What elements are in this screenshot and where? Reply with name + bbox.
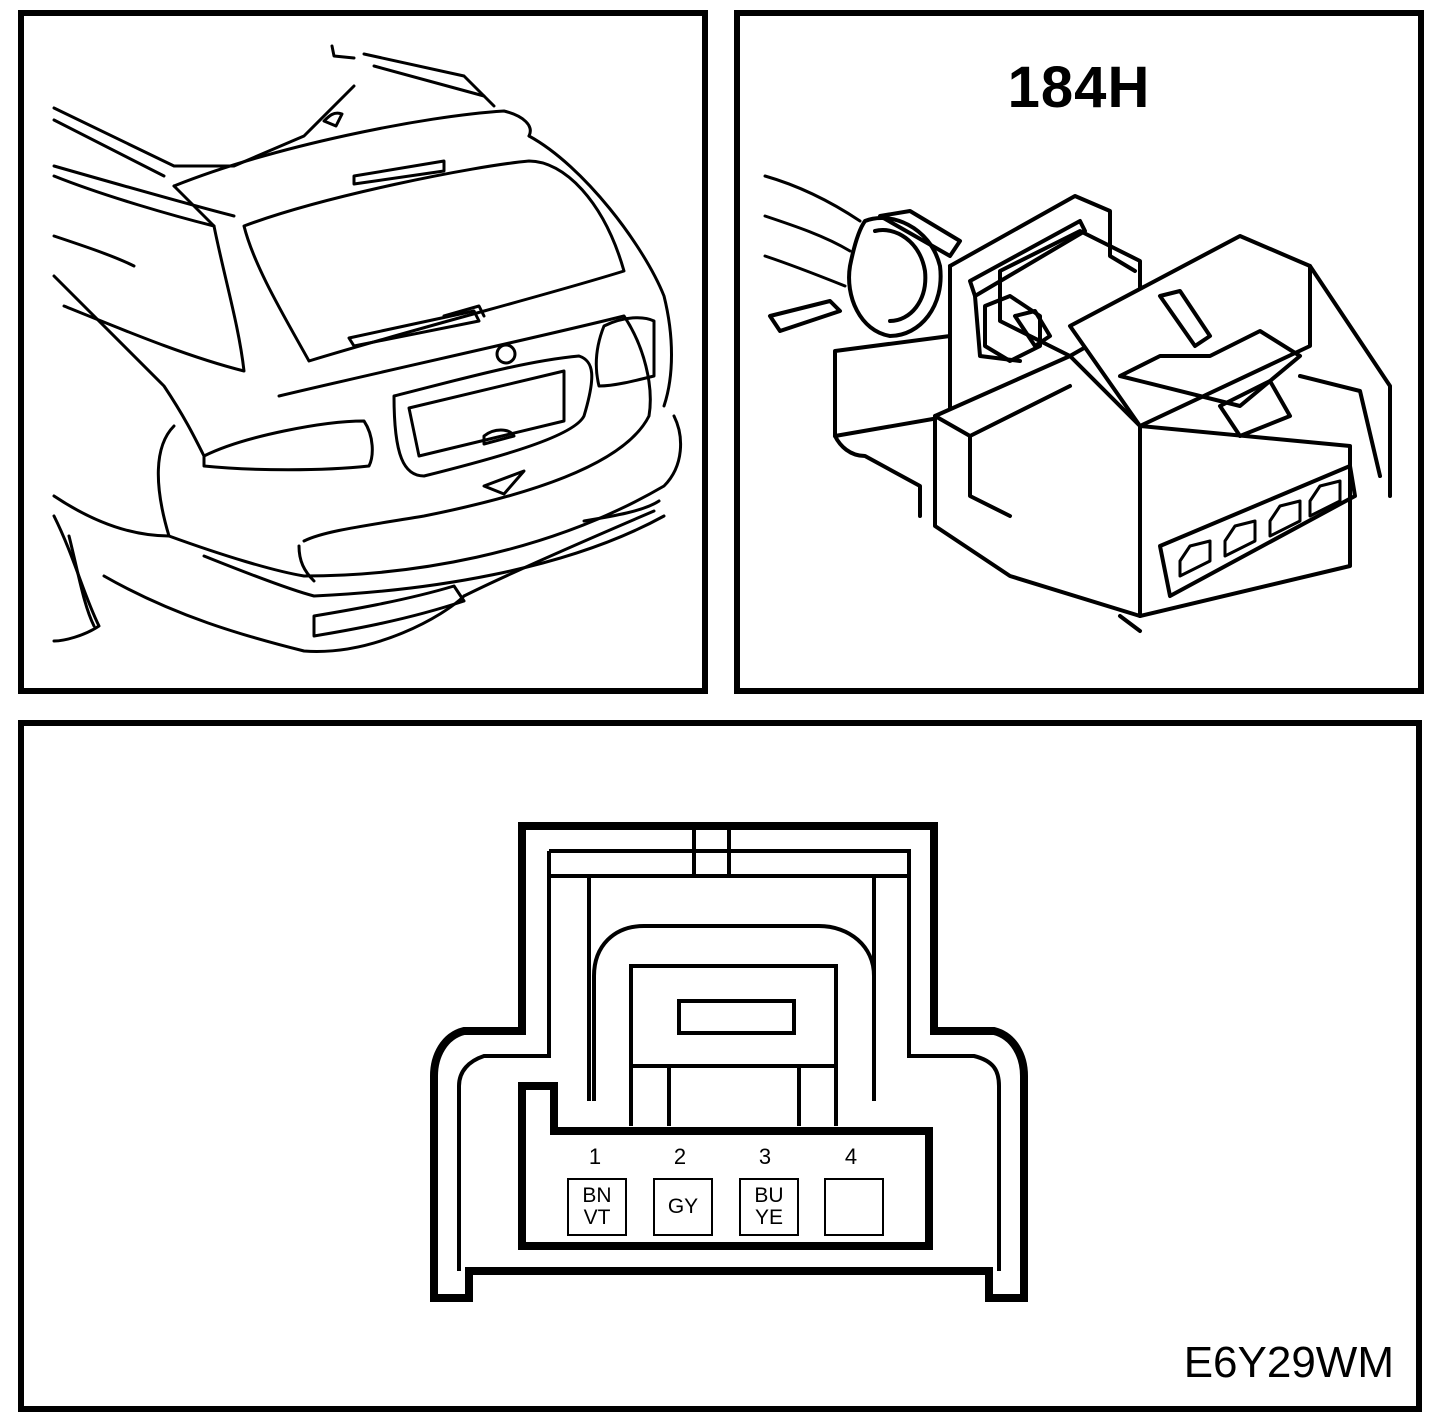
connector-view-panel: 184H bbox=[734, 10, 1424, 694]
pin-number: 1 bbox=[588, 1144, 602, 1169]
wire-color-code: BN bbox=[582, 1184, 612, 1207]
pin-number: 2 bbox=[673, 1144, 687, 1169]
pin-3-wire-color: BU YE bbox=[739, 1178, 799, 1236]
connector-3d-illustration bbox=[763, 174, 1392, 633]
pin-4-wire-color bbox=[824, 1178, 884, 1236]
pin-number: 4 bbox=[844, 1144, 858, 1169]
wire-color-code: VT bbox=[583, 1206, 611, 1229]
connector-code: 184H bbox=[1007, 55, 1151, 120]
vehicle-rear-illustration bbox=[52, 44, 683, 653]
wire-color-code: BU bbox=[754, 1184, 784, 1207]
wire-color-code: YE bbox=[754, 1206, 783, 1229]
pin-number: 3 bbox=[758, 1144, 772, 1169]
pinout-panel: 1 2 3 4 BN VT GY BU YE E6Y29WM bbox=[18, 720, 1422, 1412]
connector-face-illustration bbox=[430, 822, 1028, 1302]
pin-2-wire-color: GY bbox=[653, 1178, 713, 1236]
figure-id: E6Y29WM bbox=[1183, 1338, 1394, 1387]
vehicle-location-panel bbox=[18, 10, 708, 694]
pin-1-wire-color: BN VT bbox=[567, 1178, 627, 1236]
wire-color-code: GY bbox=[667, 1195, 699, 1218]
